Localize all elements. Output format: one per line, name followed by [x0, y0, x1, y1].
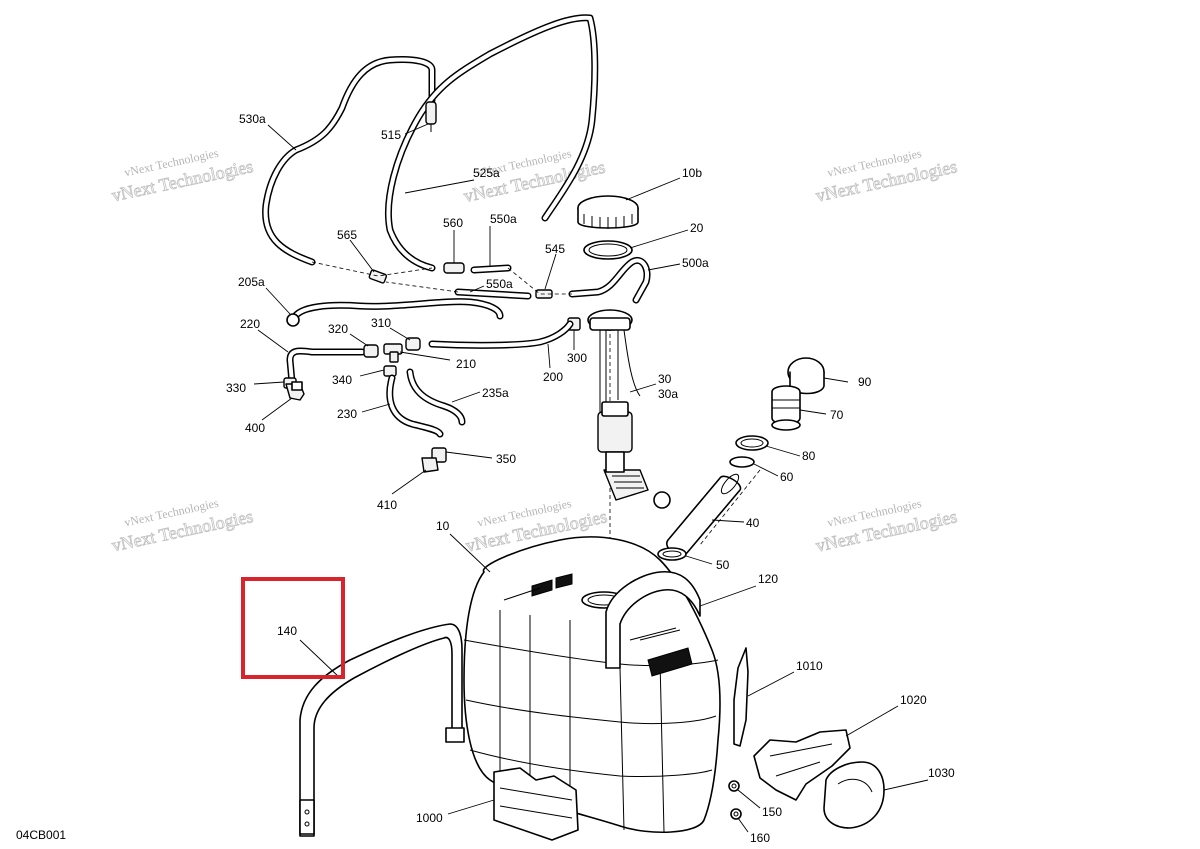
- callout-label[interactable]: 400: [245, 421, 265, 435]
- callout-label[interactable]: 330: [226, 381, 246, 395]
- callout-label[interactable]: 525a: [473, 166, 500, 180]
- fitting-410[interactable]: [421, 457, 439, 473]
- highlight-box: [241, 577, 345, 679]
- callout-label[interactable]: 120: [758, 572, 778, 586]
- callout-label[interactable]: 140: [277, 624, 297, 638]
- filler-hose-40[interactable]: [666, 472, 742, 557]
- heat-shield-1010[interactable]: [733, 647, 749, 747]
- callout-label[interactable]: 30: [658, 372, 672, 386]
- callout-label[interactable]: 220: [240, 317, 260, 331]
- callout-label[interactable]: 530a: [239, 112, 266, 126]
- drawing-code: 04CB001: [16, 828, 66, 842]
- heat-shield-1020[interactable]: [753, 729, 851, 801]
- fuel-hose-220[interactable]: [286, 347, 366, 386]
- callout-label[interactable]: 550a: [486, 277, 513, 291]
- callout-label[interactable]: 230: [337, 407, 357, 421]
- clamp-340[interactable]: [383, 365, 397, 377]
- callout-label[interactable]: 1020: [900, 693, 927, 707]
- callout-label[interactable]: 310: [371, 316, 391, 330]
- callout-label[interactable]: 500a: [682, 256, 709, 270]
- fuel-hose-230[interactable]: [386, 374, 444, 438]
- strap-120[interactable]: [605, 571, 701, 669]
- heat-shield-1030[interactable]: [823, 761, 885, 829]
- fuel-hose-205a[interactable]: [286, 298, 504, 327]
- nut-150[interactable]: [728, 780, 740, 792]
- callout-label[interactable]: 210: [456, 357, 476, 371]
- callout-labels: 530a 515 525a 10b 20 560 550a 565 545 55…: [226, 112, 955, 845]
- seal-20[interactable]: [583, 240, 633, 260]
- clamp-320[interactable]: [363, 344, 379, 358]
- check-valve-560[interactable]: [443, 262, 465, 274]
- callout-label[interactable]: 235a: [482, 386, 509, 400]
- clamp-60[interactable]: [729, 456, 755, 468]
- heat-shield-1000[interactable]: [493, 767, 579, 841]
- elbow-400[interactable]: [285, 381, 305, 401]
- callout-label[interactable]: 10: [436, 519, 450, 533]
- callout-label[interactable]: 80: [802, 449, 816, 463]
- callout-label[interactable]: 200: [543, 370, 563, 384]
- callout-label[interactable]: 60: [780, 470, 794, 484]
- fuel-cap-90[interactable]: [787, 357, 825, 395]
- callout-label[interactable]: 70: [830, 408, 844, 422]
- callout-label[interactable]: 50: [716, 558, 730, 572]
- callout-label[interactable]: 300: [567, 351, 587, 365]
- vent-hose-500a[interactable]: [568, 257, 651, 304]
- callout-label[interactable]: 545: [545, 242, 565, 256]
- vent-hose-525a[interactable]: [384, 14, 599, 272]
- fuel-pump-30[interactable]: [587, 309, 671, 509]
- callout-label[interactable]: 205a: [238, 275, 265, 289]
- callout-label[interactable]: 410: [377, 498, 397, 512]
- callout-label[interactable]: 350: [496, 452, 516, 466]
- callout-label[interactable]: 160: [750, 831, 770, 845]
- callout-label[interactable]: 90: [858, 375, 872, 389]
- callout-label[interactable]: 1030: [928, 766, 955, 780]
- callout-label[interactable]: 565: [337, 228, 357, 242]
- callout-label[interactable]: 10b: [682, 166, 702, 180]
- clamp-310[interactable]: [405, 337, 421, 351]
- leader-lines: [253, 123, 929, 833]
- clamp-50[interactable]: [657, 547, 687, 561]
- callout-label[interactable]: 20: [690, 221, 704, 235]
- filler-neck-70[interactable]: [771, 385, 801, 431]
- lock-ring-10b[interactable]: [577, 195, 639, 229]
- callout-label[interactable]: 40: [746, 516, 760, 530]
- check-valve-515[interactable]: [425, 101, 437, 132]
- washer-160[interactable]: [730, 808, 742, 820]
- callout-label[interactable]: 560: [443, 216, 463, 230]
- vent-hose-550a[interactable]: [454, 264, 532, 300]
- vent-hose-530a[interactable]: [262, 56, 436, 266]
- callout-label[interactable]: 320: [328, 322, 348, 336]
- watermark-layer: vNext Technologies vNext Technologies vN…: [109, 146, 959, 556]
- fuel-hose-200[interactable]: [428, 320, 574, 349]
- clamp-80[interactable]: [735, 435, 769, 451]
- callout-label[interactable]: 30a: [658, 387, 678, 401]
- fitting-565[interactable]: [368, 269, 388, 284]
- callout-label[interactable]: 550a: [490, 212, 517, 226]
- callout-label[interactable]: 1010: [796, 659, 823, 673]
- callout-label[interactable]: 1000: [416, 811, 443, 825]
- callout-label[interactable]: 150: [762, 805, 782, 819]
- callout-label[interactable]: 340: [332, 373, 352, 387]
- strap-140[interactable]: [299, 623, 465, 837]
- tee-fitting-210[interactable]: [383, 343, 403, 363]
- fuel-hose-235a[interactable]: [406, 368, 466, 426]
- callout-label[interactable]: 515: [381, 128, 401, 142]
